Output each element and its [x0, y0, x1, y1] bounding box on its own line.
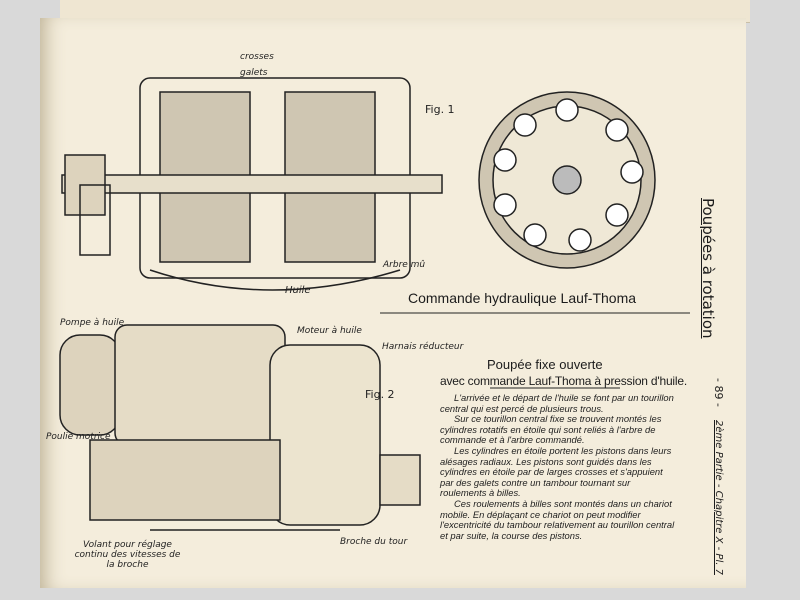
text-title-2: avec commande Lauf-Thoma à pression d'hu…	[440, 374, 687, 388]
paragraph: Sur ce tourillon central fixe se trouven…	[440, 413, 662, 446]
label-galets: galets	[240, 68, 268, 78]
paragraph: Ces roulements à billes sont montés dans…	[440, 497, 675, 541]
label-arbre-mu: Arbre mû	[383, 260, 426, 270]
label-crosses: crosses	[240, 52, 274, 62]
fig2-label: Fig. 2	[365, 388, 395, 401]
label-moteur: Moteur à huile	[297, 326, 362, 336]
fig1-label: Fig. 1	[425, 103, 455, 116]
label-broche: Broche du tour	[340, 537, 408, 547]
description-text: L'arrivée et le départ de l'huile se fon…	[440, 392, 678, 541]
side-heading: Poupées à rotation	[699, 198, 717, 339]
fig2-drawing	[59, 324, 421, 531]
label-harnais: Harnais réducteur	[382, 342, 464, 352]
paragraph: L'arrivée et le départ de l'huile se fon…	[440, 392, 674, 414]
fig1-rotor-drawing	[478, 91, 656, 269]
label-huile: Huile	[285, 285, 311, 296]
paragraph: Les cylindres en étoile portent les pist…	[440, 444, 672, 499]
page-number: - 89 -	[712, 378, 725, 407]
fig1-drawing	[61, 77, 443, 291]
text-title-1: Poupée fixe ouverte	[487, 357, 603, 372]
label-volant: Volant pour réglage continu des vitesses…	[74, 540, 181, 570]
label-poulie: Poulie motrice	[46, 432, 111, 442]
fig1-caption: Commande hydraulique Lauf-Thoma	[408, 290, 637, 306]
chapter-label: 2ème Partie - Chapitre X - Pl. 7	[713, 420, 724, 575]
label-pompe: Pompe à huile	[60, 318, 125, 328]
